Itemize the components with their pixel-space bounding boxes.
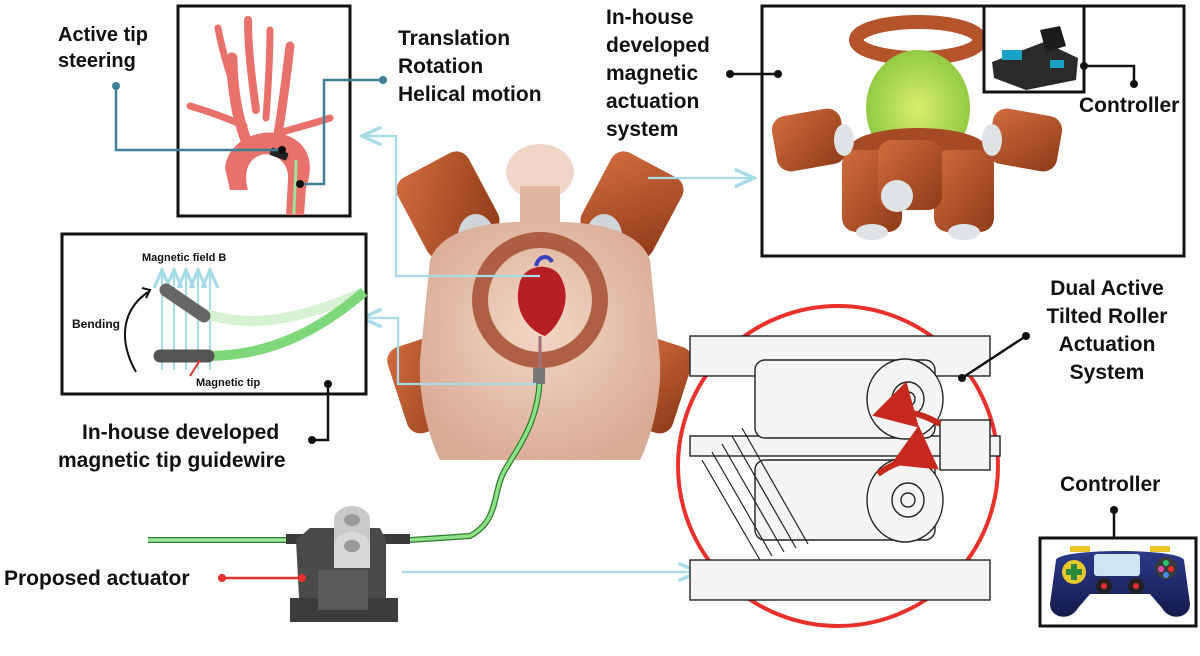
mag-system-label-line2: developed [606,34,710,57]
mag-system-label-line5: system [606,118,678,141]
gamepad-panel [1040,538,1196,626]
magnetic-field-label: Magnetic field B [142,252,226,264]
dual-roller-label-line2: Tilted Roller [1047,305,1168,328]
dual-roller-label-line1: Dual Active [1050,277,1164,300]
motion-label-translation: Translation [398,27,510,50]
proposed-actuator-label: Proposed actuator [4,567,190,590]
mag-system-label-line4: actuation [606,90,699,113]
active-tip-label-line1: Active tip [58,24,148,46]
motion-label-helical: Helical motion [398,83,542,106]
active-tip-label-line2: steering [58,50,136,72]
dual-roller-label-line3: Actuation [1059,333,1156,356]
guidewire-label-line2: magnetic tip guidewire [58,449,286,472]
guidewire-label-line1: In-house developed [82,421,279,444]
controller-top-label: Controller [1079,94,1179,117]
actuator-leader [218,574,306,582]
magnetic-tip-label: Magnetic tip [196,377,260,389]
controller-bottom-label: Controller [1060,473,1160,496]
mag-system-label-line1: In-house [606,6,694,29]
magnetic-actuation-panel [762,6,1184,256]
motion-label-rotation: Rotation [398,55,483,78]
dual-roller-label-line4: System [1070,361,1145,384]
bending-label: Bending [72,317,120,331]
actuator-device-icon [148,506,410,622]
mag-system-label-line3: magnetic [606,62,699,85]
controller-bottom-leader [1110,506,1118,538]
tilted-roller-drawing-icon [678,306,1000,626]
torso-heart-illustration-icon [384,144,697,540]
